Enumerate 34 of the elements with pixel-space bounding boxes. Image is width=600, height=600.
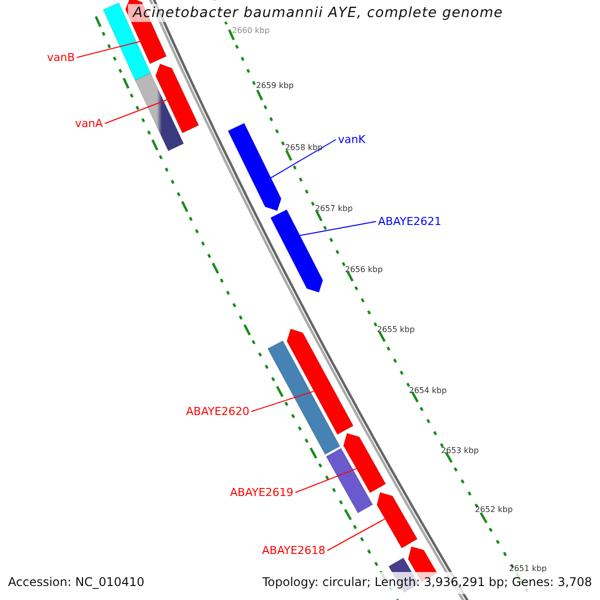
feature-band <box>134 72 184 152</box>
scale-label: 2653 kbp <box>441 446 479 456</box>
leader-line <box>326 518 386 551</box>
scale-label: 2656 kbp <box>345 265 383 275</box>
gene-label: ABAYE2620 <box>186 405 250 418</box>
leader-line <box>76 41 140 58</box>
gene-label: vanK <box>338 133 366 146</box>
scale-label: 2658 kbp <box>285 143 323 153</box>
gene-feature <box>376 492 418 549</box>
gene-label: vanB <box>47 51 75 64</box>
leader-line <box>299 221 376 236</box>
gene-label: ABAYE2618 <box>262 544 326 557</box>
scale-label: 2654 kbp <box>409 386 447 396</box>
gene-label: ABAYE2621 <box>378 215 442 228</box>
scale-label: 2655 kbp <box>377 325 415 335</box>
gene-label: vanA <box>75 117 103 130</box>
gene-feature <box>286 328 354 435</box>
scale-label: 2659 kbp <box>256 81 294 91</box>
feature-band <box>267 340 340 455</box>
feature-band <box>326 448 374 514</box>
leader-line <box>270 139 336 178</box>
gene-label: ABAYE2619 <box>230 486 294 499</box>
scale-label: 2651 kbp <box>509 564 547 574</box>
leader-line <box>104 99 168 124</box>
scale-label: 2652 kbp <box>475 505 513 515</box>
leader-line <box>294 468 357 493</box>
footer-text: Accession: NC_010410 <box>8 575 144 589</box>
gene-feature <box>343 432 386 494</box>
footer-text: Topology: circular; Length: 3,936,291 bp; Genes: 3,708 <box>262 575 592 589</box>
scale-label: 2660 kbp <box>232 26 270 36</box>
scale-label: 2657 kbp <box>315 204 353 214</box>
leader-line <box>250 390 314 412</box>
gene-feature <box>155 64 200 134</box>
gene-feature <box>228 122 282 212</box>
